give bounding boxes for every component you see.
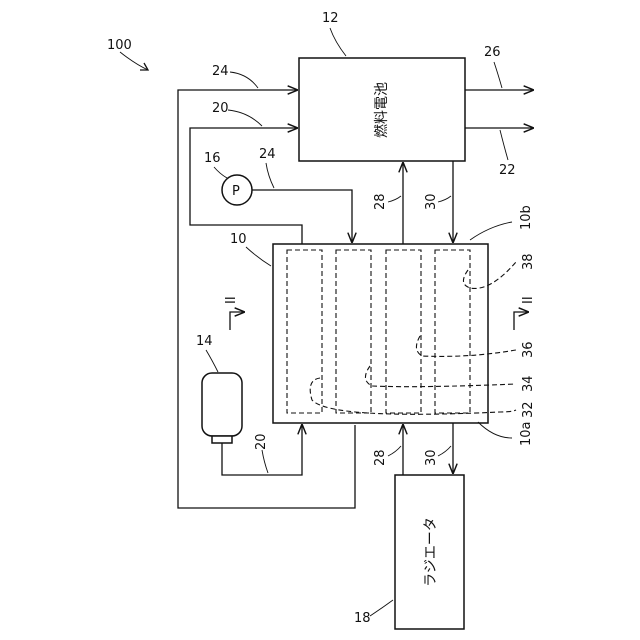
section-marker-right-text: II <box>521 296 536 304</box>
ref-28-bottom-leader <box>388 446 401 456</box>
radiator-ref-leader <box>370 600 393 616</box>
ref-30-bottom: 30 <box>424 449 439 466</box>
system-ref-label: 100 <box>107 38 132 53</box>
ref-32: 32 <box>521 401 536 418</box>
tank-body <box>202 373 242 436</box>
section-marker-right-line <box>514 312 528 330</box>
heat-exchanger-leader <box>246 247 271 266</box>
heat-exchanger-ref: 10 <box>230 232 247 247</box>
ref-24-top: 24 <box>212 64 229 79</box>
heat-exchanger-ref-a: 10a <box>519 421 534 446</box>
fuel-cell: 燃料電池 <box>299 58 465 161</box>
tank-neck <box>212 436 232 443</box>
ref-20-top-leader <box>228 110 262 126</box>
section-marker-left-line <box>230 312 244 330</box>
pump-ref: 16 <box>204 151 221 166</box>
ref-24-pump: 24 <box>259 147 276 162</box>
fuel-cell-text: 燃料電池 <box>373 82 390 138</box>
ref-28-top-leader <box>388 196 401 202</box>
ref-30-top: 30 <box>424 193 439 210</box>
ref-20-lower: 20 <box>254 433 269 450</box>
heat-exchanger-ref-b: 10b <box>519 205 534 230</box>
radiator-text: ラジエータ <box>423 517 439 587</box>
section-marker-left-text: II <box>224 296 239 304</box>
fuel-cell-ref: 12 <box>322 11 339 26</box>
ref-10a-leader <box>478 422 512 438</box>
ref-34: 34 <box>521 375 536 392</box>
pump: P <box>222 175 252 205</box>
ref-10b-leader <box>470 222 512 240</box>
pump-symbol: P <box>232 184 240 199</box>
ref-38: 38 <box>521 253 536 270</box>
fuel-cell-leader <box>330 28 346 56</box>
ref-28-top: 28 <box>373 193 388 210</box>
tank <box>202 373 242 443</box>
heat-exchanger <box>273 244 488 423</box>
ref-30-bottom-leader <box>438 446 451 456</box>
tank-ref-leader <box>206 350 218 372</box>
ref-26: 26 <box>484 45 501 60</box>
pump-ref-leader <box>214 167 227 178</box>
section-marker-left: II <box>224 296 244 330</box>
heat-exchanger-box <box>273 244 488 423</box>
ref-22: 22 <box>499 163 516 178</box>
ref-24-pump-leader <box>266 163 274 188</box>
ref-26-leader <box>494 62 502 88</box>
tank-ref: 14 <box>196 334 213 349</box>
ref-36: 36 <box>521 341 536 358</box>
ref-22-leader <box>500 130 508 160</box>
ref-20-top: 20 <box>212 101 229 116</box>
ref-24-top-leader <box>230 72 258 88</box>
ref-28-bottom: 28 <box>373 449 388 466</box>
system-ref-leader <box>120 52 148 70</box>
ref-20-lower-leader <box>262 450 268 473</box>
ref-30-top-leader <box>438 196 451 202</box>
radiator: ラジエータ <box>395 475 464 629</box>
section-marker-right: II <box>514 296 536 330</box>
radiator-ref: 18 <box>354 611 371 626</box>
